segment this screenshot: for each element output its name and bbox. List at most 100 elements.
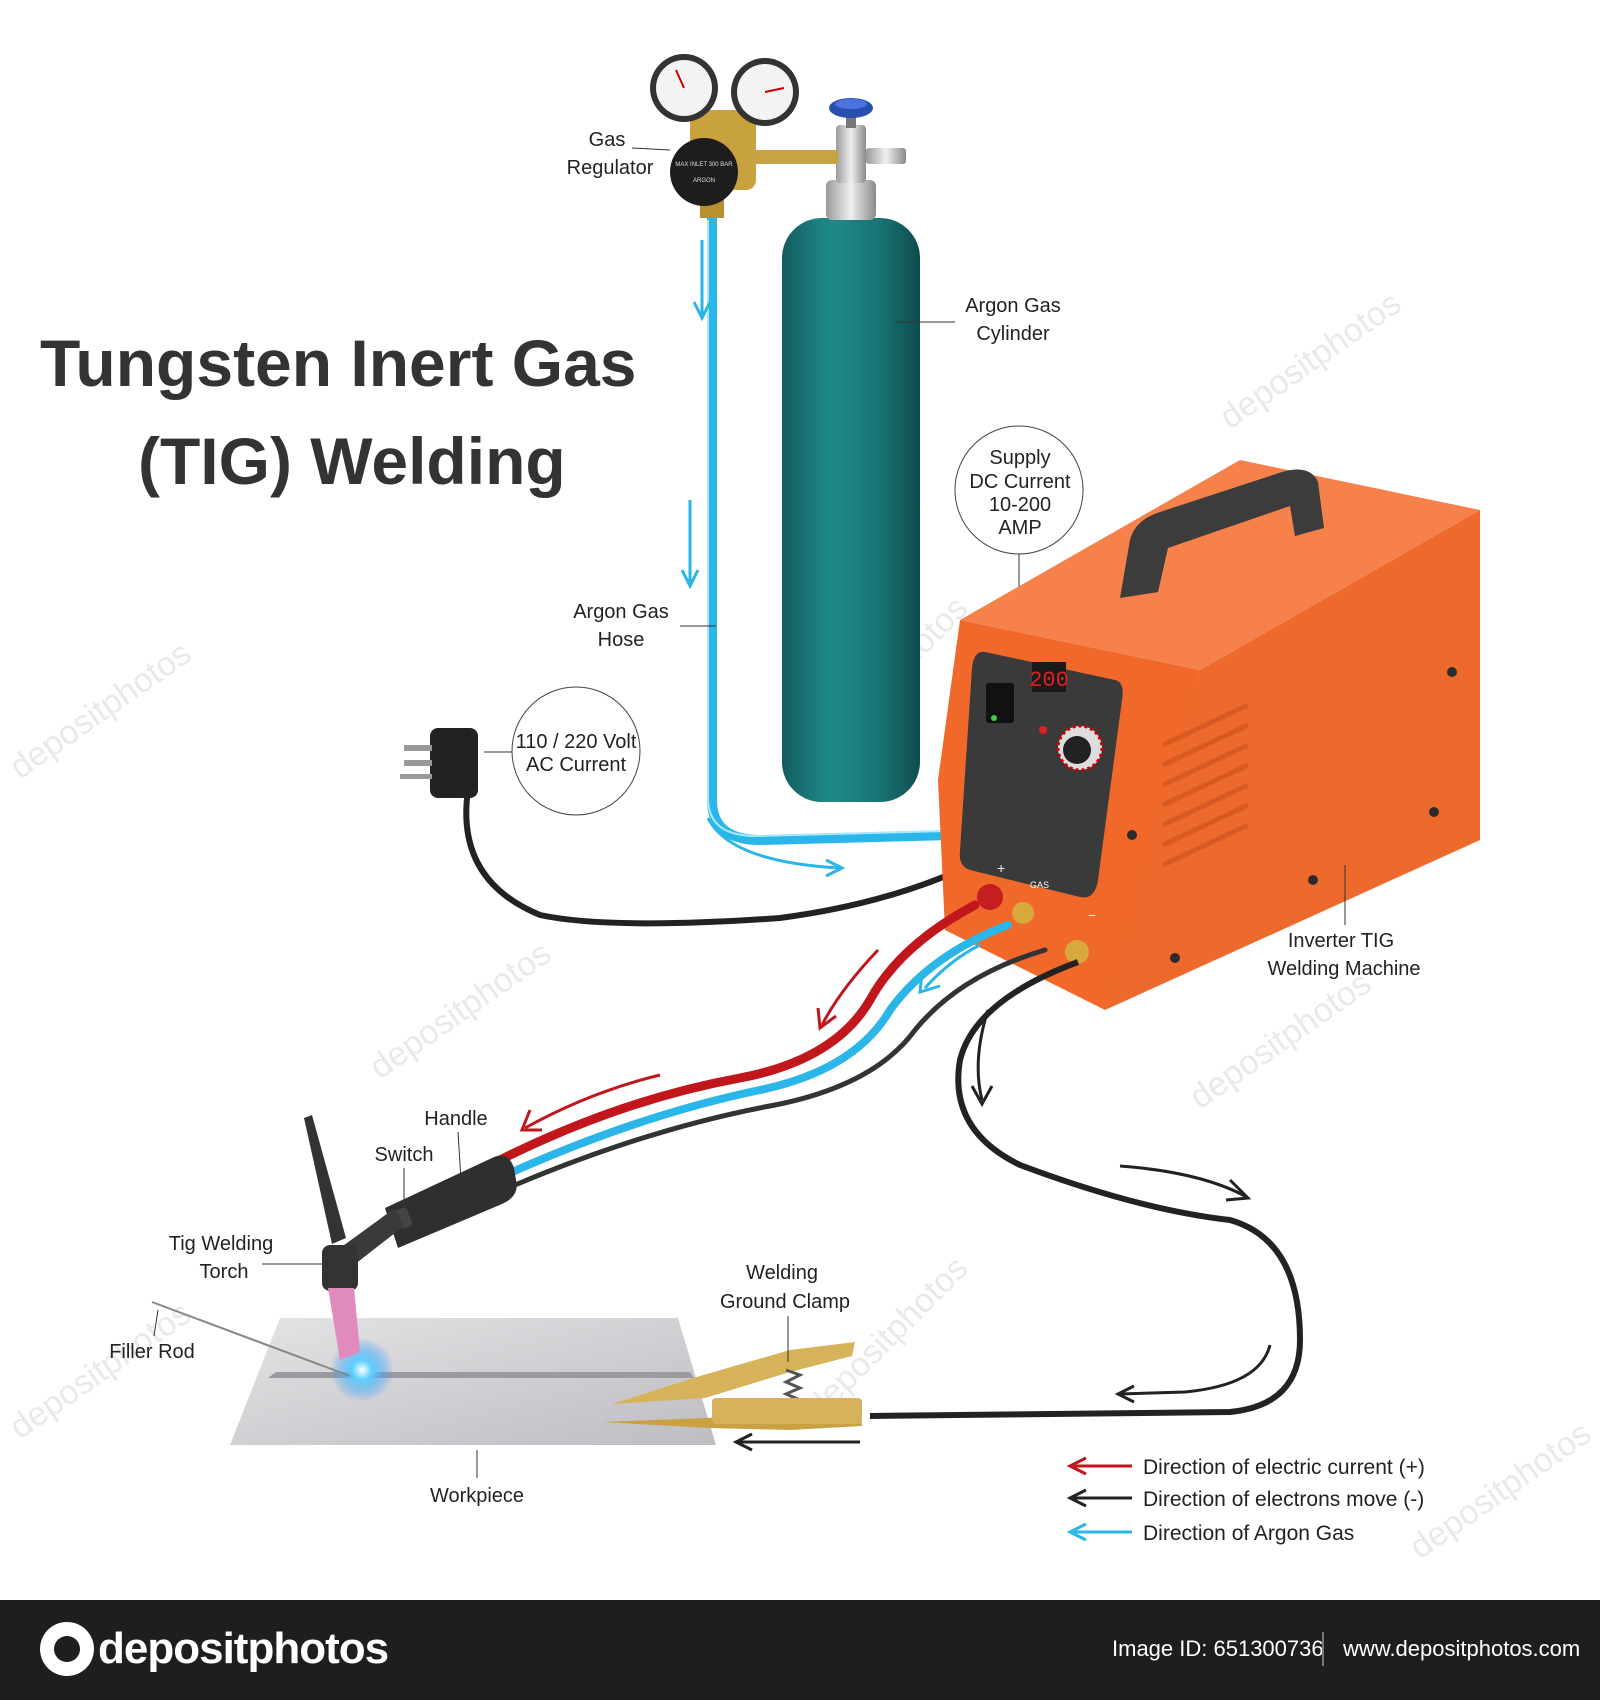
label-argon-hose: Hose xyxy=(598,629,645,651)
label-supply: AMP xyxy=(998,517,1041,539)
label-argon-cylinder: Argon Gas xyxy=(965,295,1061,317)
leader-line xyxy=(457,1131,463,1197)
supply-dc-callout: Supply DC Current 10-200 AMP xyxy=(954,425,1084,612)
power-plug xyxy=(400,728,962,927)
label-ground-clamp: Welding xyxy=(746,1262,818,1284)
label-argon-hose: Argon Gas xyxy=(573,601,669,623)
legend-arrowhead-icon xyxy=(1066,1456,1087,1476)
regulator-dial-text: ARGON xyxy=(693,178,715,184)
panel-gas-label: GAS xyxy=(1030,880,1049,890)
cylinder-body xyxy=(782,218,920,802)
machine-display-value: 200 xyxy=(1029,668,1069,693)
clamp-body xyxy=(712,1398,862,1424)
ac-current-callout: 110 / 220 Volt AC Current xyxy=(484,686,641,816)
power-switch xyxy=(986,683,1014,723)
electron-flow-arrows xyxy=(732,1009,1272,1452)
cylinder-valve-knob-top xyxy=(835,99,867,109)
gas-regulator: MAX INLET 300 BAR ARGON xyxy=(650,54,838,218)
workpiece xyxy=(230,1318,716,1445)
power-cable xyxy=(463,789,962,927)
positive-connector xyxy=(977,884,1003,910)
argon-flow-arrows xyxy=(680,240,846,878)
legend-arrowhead-icon xyxy=(1066,1522,1087,1542)
legend-text: Direction of electrons move (-) xyxy=(1143,1488,1424,1511)
label-workpiece: Workpiece xyxy=(430,1485,524,1507)
leader-line xyxy=(153,1309,159,1337)
legend-item: Direction of electric current (+) xyxy=(1066,1456,1425,1479)
label-supply: 10-200 xyxy=(989,494,1051,516)
torch-cable-bundle xyxy=(495,900,1048,1188)
negative-connector xyxy=(1065,940,1089,964)
label-argon-cylinder: Cylinder xyxy=(976,323,1050,345)
footer-bar: depositphotos Image ID: 651300736 www.de… xyxy=(0,1600,1600,1700)
label-gas-regulator: Regulator xyxy=(567,157,654,179)
footer-site-link[interactable]: www.depositphotos.com xyxy=(1343,1636,1581,1661)
watermark-text: depositphotos xyxy=(363,934,558,1087)
current-knob-center xyxy=(1063,736,1091,764)
ground-cable xyxy=(869,959,1304,1419)
watermark-text: depositphotos xyxy=(3,634,198,787)
machine-display xyxy=(1032,662,1066,692)
regulator-dial-knob xyxy=(670,138,738,206)
footer-logo-text[interactable]: depositphotos xyxy=(98,1624,389,1673)
depositphotos-logo-icon xyxy=(40,1622,94,1676)
watermark-text: depositphotos xyxy=(1213,284,1408,437)
watermark-text: depositphotos xyxy=(1403,1414,1598,1567)
torch-head xyxy=(322,1245,358,1291)
label-torch: Tig Welding xyxy=(169,1233,274,1255)
regulator-dial-text: MAX INLET 300 BAR xyxy=(675,162,733,168)
screw-icon xyxy=(1127,667,1457,963)
legend: Direction of electric current (+) Direct… xyxy=(1066,1456,1425,1545)
argon-torch-hose xyxy=(506,921,1012,1177)
ac-current-circle xyxy=(511,686,641,816)
label-supply: DC Current xyxy=(969,471,1071,493)
workpiece-plate xyxy=(230,1318,716,1445)
current-cable xyxy=(495,900,980,1165)
torch-ceramic-nozzle xyxy=(328,1288,360,1360)
power-led-icon xyxy=(991,715,997,721)
welding-ground-clamp xyxy=(602,1342,862,1430)
footer-image-id: Image ID: 651300736 xyxy=(1112,1636,1324,1661)
filler-rod xyxy=(151,1301,351,1377)
argon-gas-cylinder xyxy=(782,98,920,802)
label-torch: Torch xyxy=(200,1261,249,1283)
machine-handle xyxy=(1120,469,1324,598)
label-ac-current: AC Current xyxy=(526,754,626,776)
side-vent xyxy=(1161,702,1250,868)
footer-divider xyxy=(1322,1632,1324,1666)
label-inverter-machine: Welding Machine xyxy=(1267,958,1420,980)
label-ground-clamp: Ground Clamp xyxy=(720,1291,850,1313)
machine-top xyxy=(960,460,1480,670)
plug-pin-icon xyxy=(404,760,432,766)
clamp-upper-jaw xyxy=(612,1342,855,1404)
gas-connector xyxy=(1012,902,1034,924)
page-title-line1: Tungsten Inert Gas xyxy=(40,326,637,400)
cylinder-valve-stem xyxy=(846,112,856,128)
machine-side xyxy=(1105,510,1480,1010)
torch-back-cap xyxy=(304,1115,346,1244)
leader-line xyxy=(631,147,671,151)
legend-arrowhead-icon xyxy=(1066,1488,1087,1508)
argon-gas-hose-highlight xyxy=(707,220,949,838)
label-ac-current: 110 / 220 Volt xyxy=(516,731,637,753)
legend-item: Direction of electrons move (-) xyxy=(1066,1488,1424,1511)
bundle-flow-arrows xyxy=(519,943,981,1132)
gauge-needle-icon xyxy=(764,87,785,93)
cylinder-neck xyxy=(826,180,876,220)
cylinder-valve-outlet xyxy=(866,148,906,164)
page-title-line2: (TIG) Welding xyxy=(138,424,566,498)
plug-pin-icon xyxy=(404,745,432,751)
legend-item: Direction of Argon Gas xyxy=(1066,1522,1354,1545)
status-led-icon xyxy=(1039,726,1047,734)
label-supply: Supply xyxy=(989,447,1050,469)
inverter-tig-welding-machine: 200 + GAS − xyxy=(938,460,1480,1010)
tig-welding-torch xyxy=(304,1115,517,1360)
label-filler-rod: Filler Rod xyxy=(109,1341,195,1363)
legend-text: Direction of Argon Gas xyxy=(1143,1522,1354,1545)
plug-pin-icon xyxy=(400,774,432,779)
label-gas-regulator: Gas xyxy=(589,129,626,151)
cylinder-valve xyxy=(836,125,866,183)
gauge-needle-icon xyxy=(675,69,685,89)
label-inverter-machine: Inverter TIG xyxy=(1288,930,1394,952)
